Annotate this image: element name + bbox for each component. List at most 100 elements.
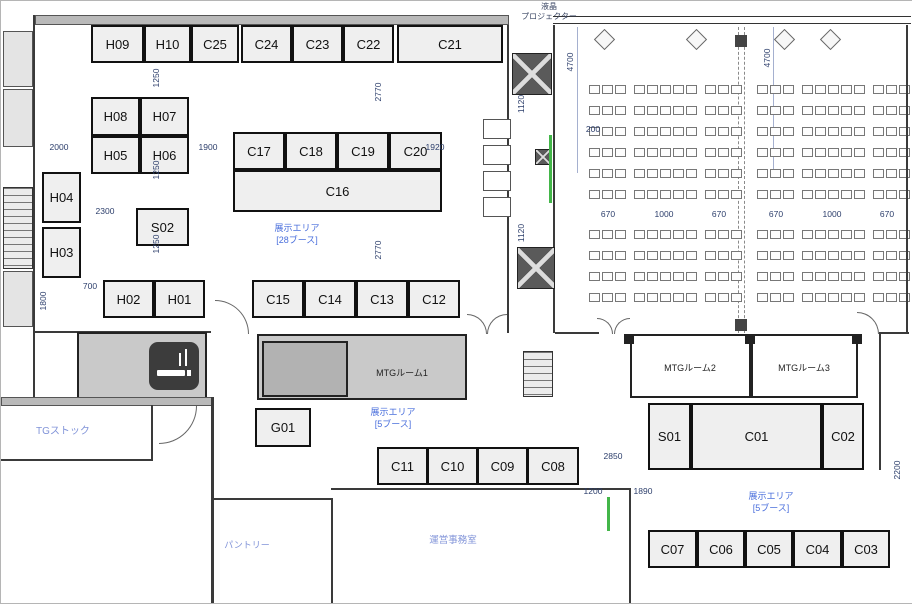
wall-office-right	[629, 488, 631, 603]
area-label-lcd-projector: 液晶プロジェクター	[479, 2, 619, 23]
area-label-line: [28ブース]	[276, 234, 318, 245]
seat	[802, 106, 813, 115]
seat	[615, 251, 626, 260]
seat	[705, 251, 716, 260]
seat	[815, 106, 826, 115]
booth-H09: H09	[91, 25, 144, 63]
seat	[841, 169, 852, 178]
left-utility-box	[3, 31, 33, 87]
booth-C09: C09	[477, 447, 528, 485]
seat	[815, 148, 826, 157]
seat	[815, 251, 826, 260]
seat	[615, 85, 626, 94]
seat	[718, 293, 729, 302]
seat	[873, 190, 884, 199]
seat	[660, 148, 671, 157]
booth-C08: C08	[527, 447, 579, 485]
seat	[705, 230, 716, 239]
seat	[886, 106, 897, 115]
cigarette-tip-icon	[187, 370, 191, 376]
seat	[602, 106, 613, 115]
truss-dashed-line	[744, 27, 745, 333]
seat	[602, 148, 613, 157]
seat	[770, 127, 781, 136]
wall-top-right	[553, 16, 911, 24]
seat	[705, 106, 716, 115]
booth-C17: C17	[233, 132, 285, 170]
booth-H07: H07	[140, 97, 189, 136]
seat	[602, 190, 613, 199]
booth-C07: C07	[648, 530, 697, 568]
booth-C14: C14	[304, 280, 356, 318]
seat	[705, 169, 716, 178]
seat	[718, 85, 729, 94]
booth-H05: H05	[91, 136, 140, 174]
mtg-room-3-box	[751, 334, 858, 398]
seat	[886, 293, 897, 302]
seat	[615, 127, 626, 136]
door-arc	[467, 314, 487, 334]
seat	[841, 272, 852, 281]
door-arc	[159, 406, 197, 444]
wall-corridor-right	[553, 25, 555, 333]
seat	[660, 251, 671, 260]
booth-C05: C05	[745, 530, 793, 568]
seat	[783, 251, 794, 260]
seat	[647, 272, 658, 281]
seat	[757, 272, 768, 281]
seat	[854, 148, 865, 157]
seat	[660, 272, 671, 281]
seat	[886, 127, 897, 136]
stairs-left-icon	[3, 187, 33, 269]
seat	[854, 230, 865, 239]
seat	[686, 85, 697, 94]
table	[483, 171, 511, 191]
seat	[802, 293, 813, 302]
seat	[602, 127, 613, 136]
dimension-label: 1890	[633, 486, 653, 496]
seat	[647, 169, 658, 178]
seat	[615, 190, 626, 199]
seat	[802, 169, 813, 178]
seat	[770, 106, 781, 115]
seat	[660, 85, 671, 94]
wall-tgstock-right	[151, 405, 153, 461]
room-label-mtg-room-2: MTGルーム2	[664, 363, 716, 373]
seat	[841, 293, 852, 302]
seat	[873, 230, 884, 239]
room-label-mtg-room-1: MTGルーム1	[376, 368, 428, 378]
seat	[770, 251, 781, 260]
seat	[841, 127, 852, 136]
seat	[783, 148, 794, 157]
seat	[731, 127, 742, 136]
seat	[647, 127, 658, 136]
booth-H03: H03	[42, 227, 81, 278]
dimension-line	[577, 27, 578, 173]
seat	[647, 230, 658, 239]
seat	[757, 230, 768, 239]
dimension-label: 2200	[892, 460, 902, 480]
booth-S02: S02	[136, 208, 189, 246]
seat	[647, 251, 658, 260]
seat	[705, 85, 716, 94]
booth-C19: C19	[337, 132, 389, 170]
seat	[828, 293, 839, 302]
seat	[718, 251, 729, 260]
seat	[841, 251, 852, 260]
table	[483, 119, 511, 139]
area-label-line: 運営事務室	[429, 535, 477, 546]
seat	[718, 127, 729, 136]
seat	[854, 293, 865, 302]
door-arc	[857, 312, 879, 334]
area-label-exhibit-area-5-right: 展示エリア[5ブース]	[701, 491, 841, 514]
seat	[589, 272, 600, 281]
seat	[802, 272, 813, 281]
seat	[815, 272, 826, 281]
seat	[602, 230, 613, 239]
seat	[731, 251, 742, 260]
seat	[757, 251, 768, 260]
booth-C16: C16	[233, 170, 442, 212]
seat	[899, 272, 910, 281]
seat	[757, 169, 768, 178]
seat	[815, 127, 826, 136]
